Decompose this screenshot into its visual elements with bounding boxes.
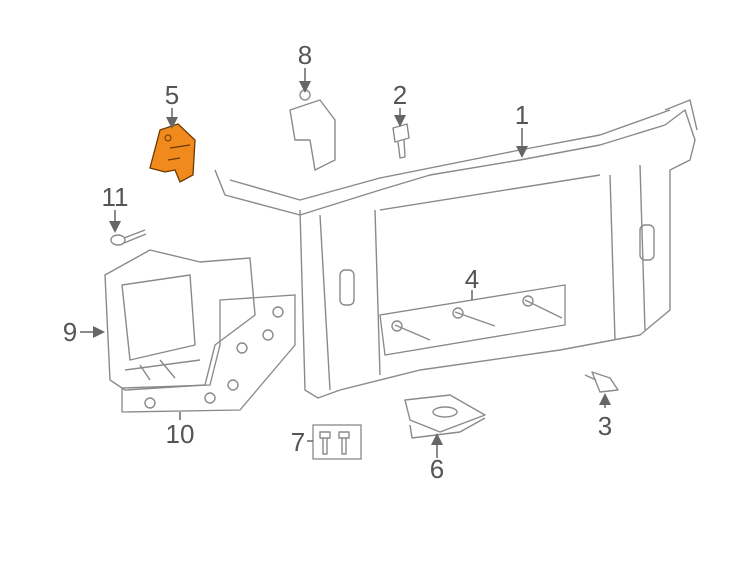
callout-10: 10 — [166, 419, 195, 449]
rivet-set[interactable] — [379, 284, 566, 356]
callout-11: 11 — [102, 182, 129, 212]
bolt-part-2[interactable] — [392, 123, 410, 159]
bolt-pair-part-7[interactable] — [312, 424, 362, 460]
callout-7: 7 — [291, 427, 305, 457]
leader-lines — [80, 68, 611, 458]
headlamp-bracket-part-9[interactable] — [104, 249, 256, 391]
callout-5: 5 — [165, 80, 179, 110]
callout-6: 6 — [430, 454, 444, 484]
callout-1: 1 — [515, 100, 529, 130]
radiator-support-frame[interactable] — [214, 99, 698, 399]
highlighted-bracket-part-5[interactable] — [149, 123, 196, 183]
bracket-part-8[interactable] — [289, 89, 336, 171]
callout-4: 4 — [465, 264, 479, 294]
bolt-part-3[interactable] — [584, 371, 619, 393]
screw-part-11[interactable] — [110, 229, 147, 246]
bracket-part-6[interactable] — [404, 394, 486, 439]
bolt-set-part-10[interactable] — [121, 294, 296, 413]
callout-9: 9 — [63, 317, 77, 347]
callout-2: 2 — [393, 80, 407, 110]
callout-3: 3 — [598, 411, 612, 441]
callout-8: 8 — [298, 40, 312, 70]
